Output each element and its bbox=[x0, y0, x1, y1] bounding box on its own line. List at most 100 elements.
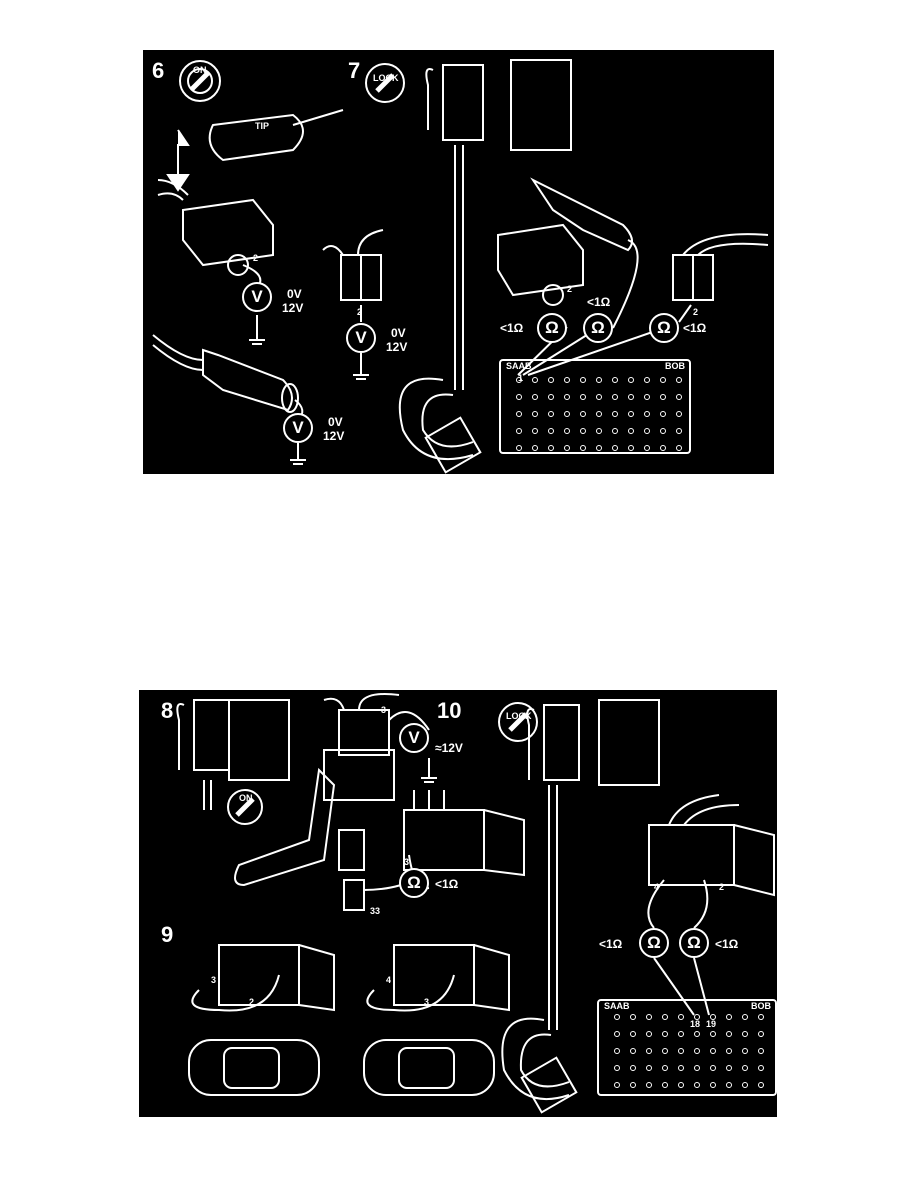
bob-terminal bbox=[532, 411, 538, 417]
bob-terminal bbox=[612, 394, 618, 400]
bob-terminal bbox=[630, 1031, 636, 1037]
ohmmeter-icon: Ω bbox=[649, 313, 679, 343]
reading: <1Ω bbox=[715, 937, 739, 951]
bob-terminal bbox=[742, 1048, 748, 1054]
reading-low: 0V bbox=[391, 326, 406, 340]
bob-terminal bbox=[676, 428, 682, 434]
bob-terminal bbox=[660, 445, 666, 451]
bob-terminal bbox=[596, 428, 602, 434]
bob-terminal bbox=[614, 1031, 620, 1037]
bob-terminal bbox=[676, 394, 682, 400]
bob-terminal bbox=[564, 445, 570, 451]
bob-terminal bbox=[678, 1082, 684, 1088]
bob-terminal bbox=[580, 394, 586, 400]
bob-terminal bbox=[660, 394, 666, 400]
bob-terminal bbox=[710, 1048, 716, 1054]
bob-terminal bbox=[644, 445, 650, 451]
bob-terminal bbox=[628, 394, 634, 400]
bob-terminal bbox=[710, 1031, 716, 1037]
bob-terminal bbox=[516, 428, 522, 434]
voltmeter-icon: V bbox=[399, 723, 429, 753]
bob-label: BOB bbox=[665, 361, 685, 371]
bob-terminal bbox=[630, 1048, 636, 1054]
step-number-10: 10 bbox=[437, 698, 462, 723]
switch-on-label: ON bbox=[193, 65, 207, 75]
voltmeter-icon: V bbox=[283, 413, 313, 443]
bob-terminal bbox=[710, 1014, 716, 1020]
bob-terminal bbox=[694, 1048, 700, 1054]
reading: <1Ω bbox=[435, 877, 459, 891]
bob-terminal bbox=[628, 445, 634, 451]
bob-terminal bbox=[612, 377, 618, 383]
ohmmeter-icon: Ω bbox=[679, 928, 709, 958]
bob-terminal bbox=[710, 1065, 716, 1071]
bob-terminal bbox=[662, 1048, 668, 1054]
pin-label: 4 bbox=[386, 975, 392, 985]
pin-label: 2 bbox=[357, 307, 363, 317]
bob-terminal bbox=[532, 377, 538, 383]
bob-terminal bbox=[758, 1031, 764, 1037]
bob-terminal bbox=[660, 428, 666, 434]
bob-terminal bbox=[662, 1014, 668, 1020]
bob-terminal bbox=[726, 1082, 732, 1088]
bob-terminal bbox=[630, 1065, 636, 1071]
line-art bbox=[176, 693, 777, 1114]
reading-low: 0V bbox=[328, 415, 343, 429]
bob-terminal bbox=[580, 411, 586, 417]
switch-on-label: ON bbox=[239, 793, 253, 803]
pin-label: 2 bbox=[719, 882, 725, 892]
bob-terminal bbox=[614, 1082, 620, 1088]
bob-terminal bbox=[758, 1014, 764, 1020]
bob-holes bbox=[614, 1014, 764, 1088]
reading: <1Ω bbox=[500, 321, 524, 335]
bob-terminal bbox=[678, 1031, 684, 1037]
pin-label: 3 bbox=[404, 857, 410, 867]
pin-label: 3 bbox=[424, 997, 430, 1007]
bob-terminal bbox=[676, 445, 682, 451]
bob-terminal bbox=[564, 394, 570, 400]
bob-saab-label: SAAB bbox=[604, 1001, 630, 1011]
bob-terminal bbox=[628, 377, 634, 383]
bob-terminal bbox=[662, 1082, 668, 1088]
reading: <1Ω bbox=[683, 321, 707, 335]
bob-terminal bbox=[612, 411, 618, 417]
bob-terminal bbox=[580, 445, 586, 451]
step-number-6: 6 bbox=[152, 58, 165, 83]
bob-terminal bbox=[758, 1048, 764, 1054]
bob-terminal bbox=[532, 445, 538, 451]
pin-label: 3 bbox=[381, 705, 387, 715]
bob-terminal bbox=[644, 394, 650, 400]
bob-terminal bbox=[516, 377, 522, 383]
bob-terminal bbox=[676, 411, 682, 417]
reading-high: 12V bbox=[282, 301, 304, 315]
bob-terminal bbox=[628, 411, 634, 417]
bob-label: BOB bbox=[751, 1001, 771, 1011]
bob-terminal bbox=[628, 428, 634, 434]
bob-terminal bbox=[630, 1082, 636, 1088]
illustration-steps-8-9-10: 8 9 10 ON LOCK V ≈12V Ω <1Ω Ω <1Ω Ω <1Ω … bbox=[139, 690, 777, 1117]
bob-terminal bbox=[548, 428, 554, 434]
bob-terminal bbox=[580, 377, 586, 383]
bob-terminal bbox=[516, 445, 522, 451]
bob-terminal bbox=[548, 445, 554, 451]
bob-terminal bbox=[580, 428, 586, 434]
bob-terminal bbox=[646, 1014, 652, 1020]
reading: ≈12V bbox=[435, 741, 463, 755]
bob-terminal bbox=[644, 411, 650, 417]
pin-label: 19 bbox=[706, 1019, 717, 1029]
bob-terminal bbox=[564, 411, 570, 417]
reading: <1Ω bbox=[599, 937, 623, 951]
bob-terminal bbox=[726, 1065, 732, 1071]
reading: <1Ω bbox=[587, 295, 611, 309]
voltmeter-icon: V bbox=[242, 282, 272, 312]
bob-terminal bbox=[564, 377, 570, 383]
pin-label: 2 bbox=[693, 307, 699, 317]
step-number-9: 9 bbox=[161, 922, 174, 947]
bob-terminal bbox=[660, 377, 666, 383]
illustration-steps-6-7: 6 7 ON LOCK TIP V 0V 12V V 0V 12V V 0V 1… bbox=[143, 50, 774, 474]
bob-holes bbox=[516, 377, 682, 451]
bob-terminal bbox=[612, 445, 618, 451]
bob-terminal bbox=[694, 1065, 700, 1071]
bob-terminal bbox=[662, 1065, 668, 1071]
bob-terminal bbox=[694, 1014, 700, 1020]
